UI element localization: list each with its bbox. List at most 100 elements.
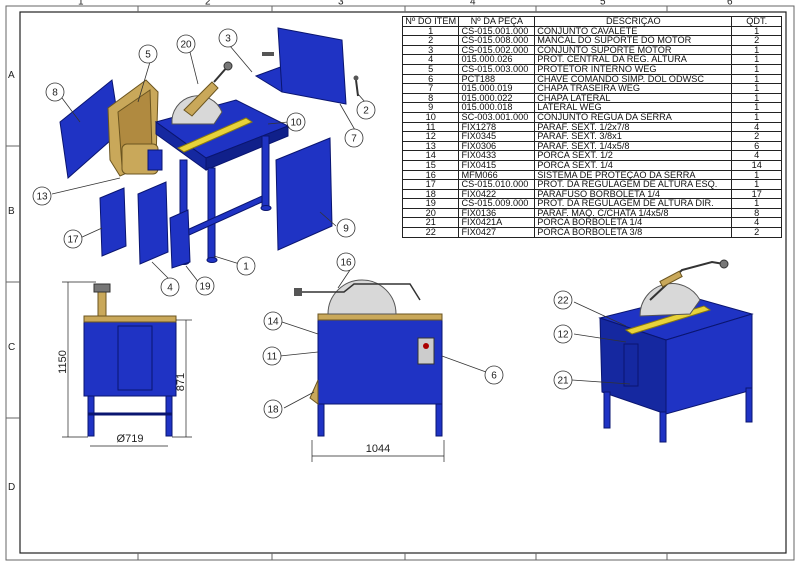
bom-qty: 1 xyxy=(731,198,782,209)
balloon-10: 10 xyxy=(290,118,302,129)
bom-qty: 1 xyxy=(731,92,782,104)
bom-item: 12 xyxy=(401,131,460,142)
bom-item: 11 xyxy=(401,121,460,133)
bom-desc: MANCAL DO SUPORTE DO MOTOR xyxy=(534,35,733,46)
dim-length: 1044 xyxy=(366,443,390,455)
leg-back-right xyxy=(261,135,270,207)
bom-qty: 4 xyxy=(731,150,782,161)
back-panel-7 xyxy=(277,27,347,105)
bom-desc: PARAF. SEXT. 1/2x7/8 xyxy=(534,121,733,133)
balloon-2: 2 xyxy=(363,106,369,117)
bom-part: CS-015.001.000 xyxy=(458,25,536,37)
bom-qty: 1 xyxy=(731,63,782,75)
bom-desc: PARAF. SEXT. 1/4x5/8 xyxy=(534,140,733,152)
bom-qty: 14 xyxy=(731,159,782,171)
bom-part: FIX0306 xyxy=(458,140,536,152)
bom-qty: 1 xyxy=(731,111,782,123)
bom-qty: 4 xyxy=(731,217,782,229)
balloon-5: 5 xyxy=(145,50,151,61)
bom-part: PCT188 xyxy=(458,73,536,85)
height-guard-17 xyxy=(99,187,127,257)
bom-item: 22 xyxy=(401,227,460,238)
bom-item: 9 xyxy=(401,102,460,113)
balloon-13: 13 xyxy=(36,192,48,203)
bom-qty: 2 xyxy=(731,131,782,142)
bom-item: 2 xyxy=(401,35,460,46)
bom-part: CS-015.010.000 xyxy=(458,179,536,190)
balloon-9: 9 xyxy=(343,224,349,235)
bom-part: FIX0422 xyxy=(458,188,536,200)
zone-col-1: 1 xyxy=(78,0,84,8)
zone-col-2: 2 xyxy=(205,0,211,8)
balloons-iso xyxy=(553,290,631,390)
bom-part: FIX0427 xyxy=(458,227,536,238)
bom-item: 3 xyxy=(401,44,460,56)
bom-qty: 2 xyxy=(731,227,782,238)
bom-part: FIX0136 xyxy=(458,207,536,219)
bom-part: 015.000.022 xyxy=(458,92,536,104)
dim-inner-height: 871 xyxy=(175,373,187,391)
zone-row-b: B xyxy=(8,206,15,217)
outer-frame xyxy=(5,5,795,561)
balloon-12: 12 xyxy=(557,330,569,341)
bom-desc: PORCA SEXT. 1/2 xyxy=(534,150,733,161)
bom-item: 10 xyxy=(401,111,460,123)
bom-part: FIX1278 xyxy=(458,121,536,133)
assembled-iso-view xyxy=(598,259,754,443)
bom-qty: 6 xyxy=(731,140,782,152)
balloons-front xyxy=(262,252,504,419)
zone-col-5: 5 xyxy=(600,0,606,8)
bom-desc: CONJUNTO CAVALETE xyxy=(534,25,733,37)
bom-qty: 1 xyxy=(731,44,782,56)
bom-desc: CONJUNTO RÉGUA DA SERRA xyxy=(534,111,733,123)
bom-part: FIX0421A xyxy=(458,217,536,229)
balloon-22: 22 xyxy=(557,296,569,307)
bom-part: FIX0433 xyxy=(458,150,536,161)
bom-desc: PROT. CENTRAL DA REG. ALTURA xyxy=(534,54,733,65)
bom-part: 015.000.019 xyxy=(458,83,536,94)
balloon-14: 14 xyxy=(267,317,279,328)
balloon-7: 7 xyxy=(351,134,357,145)
balloon-8: 8 xyxy=(52,88,58,99)
bom-qty: 4 xyxy=(731,121,782,133)
zone-col-6: 6 xyxy=(727,0,733,8)
bom-desc: PORCA BORBOLETA 1/4 xyxy=(534,217,733,229)
bom-part: CS-015.008.000 xyxy=(458,35,536,46)
bom-qty: 2 xyxy=(731,35,782,46)
balloon-3: 3 xyxy=(225,34,231,45)
zone-col-3: 3 xyxy=(338,0,344,8)
bom-desc: PROTETOR INTERNO WEG xyxy=(534,63,733,75)
side-view-dimensions xyxy=(62,281,192,447)
bom-desc: PARAFUSO BORBOLETA 1/4 xyxy=(534,188,733,200)
bom-desc: PORCA SEXT. 1/4 xyxy=(534,159,733,171)
bom-part: CS-015.003.000 xyxy=(458,63,536,75)
height-guard-19 xyxy=(169,209,191,269)
balloon-6: 6 xyxy=(491,371,497,382)
bom-item: 17 xyxy=(401,179,460,190)
bom-part: 015.000.018 xyxy=(458,102,536,113)
balloon-19: 19 xyxy=(199,282,211,293)
dim-height: 1150 xyxy=(57,350,69,374)
balloon-16: 16 xyxy=(340,258,352,269)
bom-part: FIX0345 xyxy=(458,131,536,142)
bom-desc: PARAF. MAQ. C/CHATA 1/4x5/8 xyxy=(534,207,733,219)
bom-desc: CHAVE COMANDO SIMP. DOL ODWSC xyxy=(534,73,733,85)
bom-header-qty: QDT. xyxy=(731,16,782,27)
balloon-1: 1 xyxy=(243,262,249,273)
bom-desc: CHAPA LATERAL xyxy=(534,92,733,104)
central-guard-4 xyxy=(137,181,169,265)
bom-item: 21 xyxy=(401,217,460,229)
bom-part: FIX0415 xyxy=(458,159,536,171)
